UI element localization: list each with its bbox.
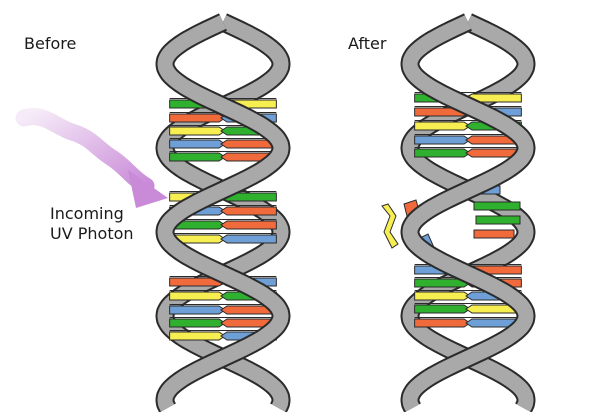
before-top-base-pair-4-left xyxy=(169,152,226,162)
before-mid-base-pair-3-right xyxy=(220,234,277,244)
photon-label: Incoming UV Photon xyxy=(50,204,134,244)
after-bottom-base-pair-3-left xyxy=(414,304,471,314)
after-bottom-base-pair-4-left xyxy=(414,318,471,328)
damaged-base-1 xyxy=(473,201,521,211)
after-top-base-pair-4-left xyxy=(414,148,471,158)
photon-label-line1: Incoming xyxy=(50,204,124,223)
before-top-base-pair-1-left xyxy=(169,113,226,123)
photon-wave xyxy=(15,108,155,195)
before-top-base-pair-2-left xyxy=(169,126,226,136)
damaged-base-4 xyxy=(381,203,399,249)
backbone-strand-b xyxy=(157,15,289,412)
before-mid-base-pair-2-right xyxy=(220,220,277,230)
before-bottom-base-pair-1-left xyxy=(169,291,226,301)
after-label: After xyxy=(348,34,387,53)
after-top-base-pair-2-left xyxy=(414,121,471,131)
before-bottom-base-pair-2-left xyxy=(169,305,226,315)
before-bottom-base-pair-4-left xyxy=(169,331,226,341)
damaged-base-3 xyxy=(473,229,515,239)
dna-helix-before xyxy=(155,13,291,412)
before-top-base-pair-3-left xyxy=(169,139,226,149)
photon-arrowhead xyxy=(128,170,168,208)
dna-helix-after xyxy=(381,13,536,412)
backbone-strand-a xyxy=(402,15,534,412)
wavy-arrow-icon xyxy=(15,108,168,208)
before-label: Before xyxy=(24,34,77,53)
after-top-base-pair-3-left xyxy=(414,135,471,145)
photon-label-line2: UV Photon xyxy=(50,224,134,243)
after-bottom-base-pair-1-left xyxy=(414,278,471,288)
backbone-strand-b xyxy=(402,15,534,412)
before-bottom-base-pair-3-left xyxy=(169,318,226,328)
before-mid-base-pair-1-right xyxy=(220,206,277,216)
damaged-base-2 xyxy=(475,215,521,225)
after-bottom-base-pair-2-left xyxy=(414,291,471,301)
